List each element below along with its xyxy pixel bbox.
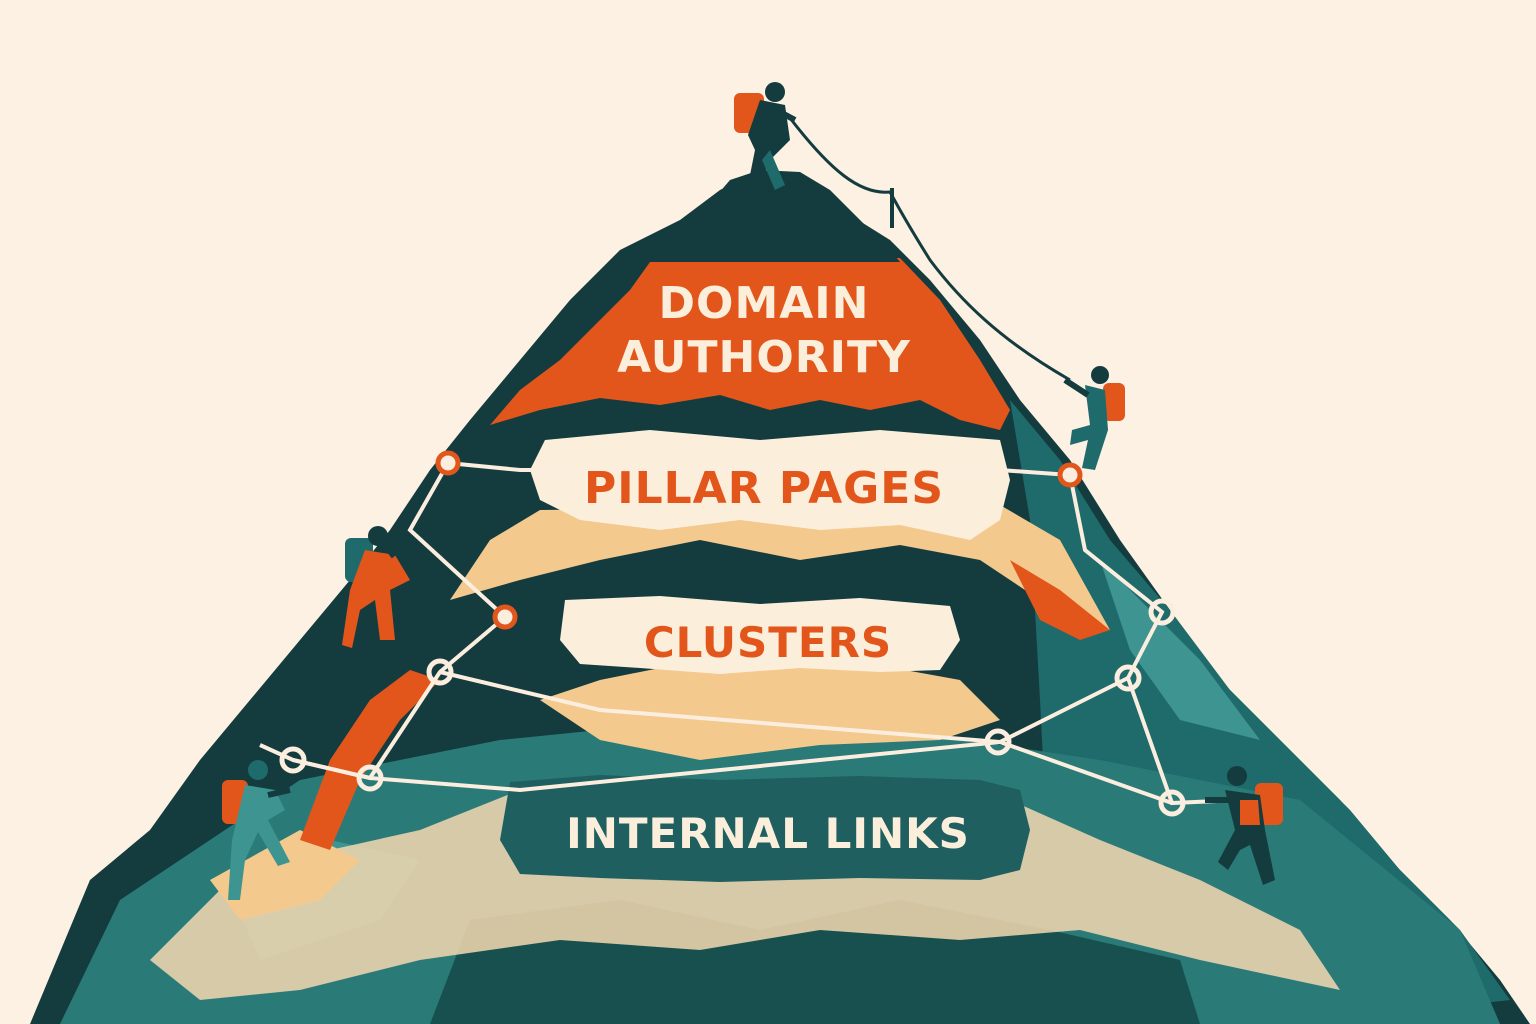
right-low-climber-icon bbox=[1205, 766, 1283, 885]
mountain-teal-highlights bbox=[1100, 560, 1260, 740]
left-low-climber-icon bbox=[222, 760, 291, 900]
link-line-base-left bbox=[292, 739, 1173, 805]
summit-climber-icon bbox=[734, 82, 797, 190]
link-line-left-diagonal bbox=[407, 462, 507, 619]
node-icon bbox=[435, 450, 461, 476]
link-line-left-upper bbox=[447, 461, 1071, 477]
snow-ridges bbox=[150, 505, 1340, 1000]
node-icon bbox=[984, 728, 1012, 756]
tier-label-pillar-pages: PILLAR PAGES bbox=[584, 463, 944, 514]
tier-bands bbox=[490, 258, 1030, 882]
summit-rock bbox=[650, 170, 900, 262]
peach-ridge-pillar bbox=[450, 505, 1110, 630]
right-upper-climber-icon bbox=[1063, 366, 1125, 470]
tier-label-domain-authority-line1: DOMAIN bbox=[659, 278, 870, 329]
peach-ridge-clusters bbox=[540, 660, 1000, 760]
left-mid-climber-icon bbox=[342, 526, 412, 648]
tier-label-internal-links: INTERNAL LINKS bbox=[566, 809, 970, 858]
node-icon bbox=[356, 764, 384, 792]
link-line-lower-cross bbox=[439, 670, 1129, 745]
link-nodes bbox=[279, 450, 1186, 817]
band-clusters bbox=[560, 596, 960, 674]
band-domain-authority bbox=[490, 258, 1010, 430]
tier-label-domain-authority-line2: AUTHORITY bbox=[617, 332, 911, 383]
peach-ridge-lower-left bbox=[210, 830, 360, 920]
node-icon bbox=[426, 658, 454, 686]
rope-icon bbox=[788, 117, 1071, 382]
node-icon bbox=[1148, 598, 1176, 626]
cream-ridge-base bbox=[150, 780, 1340, 1000]
band-pillar-pages bbox=[530, 430, 1010, 540]
node-icon bbox=[1158, 789, 1186, 817]
orange-streak-right bbox=[1010, 560, 1110, 640]
tier-labels: DOMAIN AUTHORITY PILLAR PAGES CLUSTERS I… bbox=[566, 278, 970, 858]
link-line-right-diagonal bbox=[1068, 474, 1165, 679]
node-icon bbox=[492, 604, 518, 630]
tier-label-clusters: CLUSTERS bbox=[644, 618, 892, 667]
node-icon bbox=[1114, 664, 1142, 692]
orange-streak-left bbox=[300, 670, 440, 850]
node-icon bbox=[279, 746, 307, 774]
band-internal-links bbox=[500, 775, 1030, 882]
node-icon bbox=[1057, 462, 1083, 488]
